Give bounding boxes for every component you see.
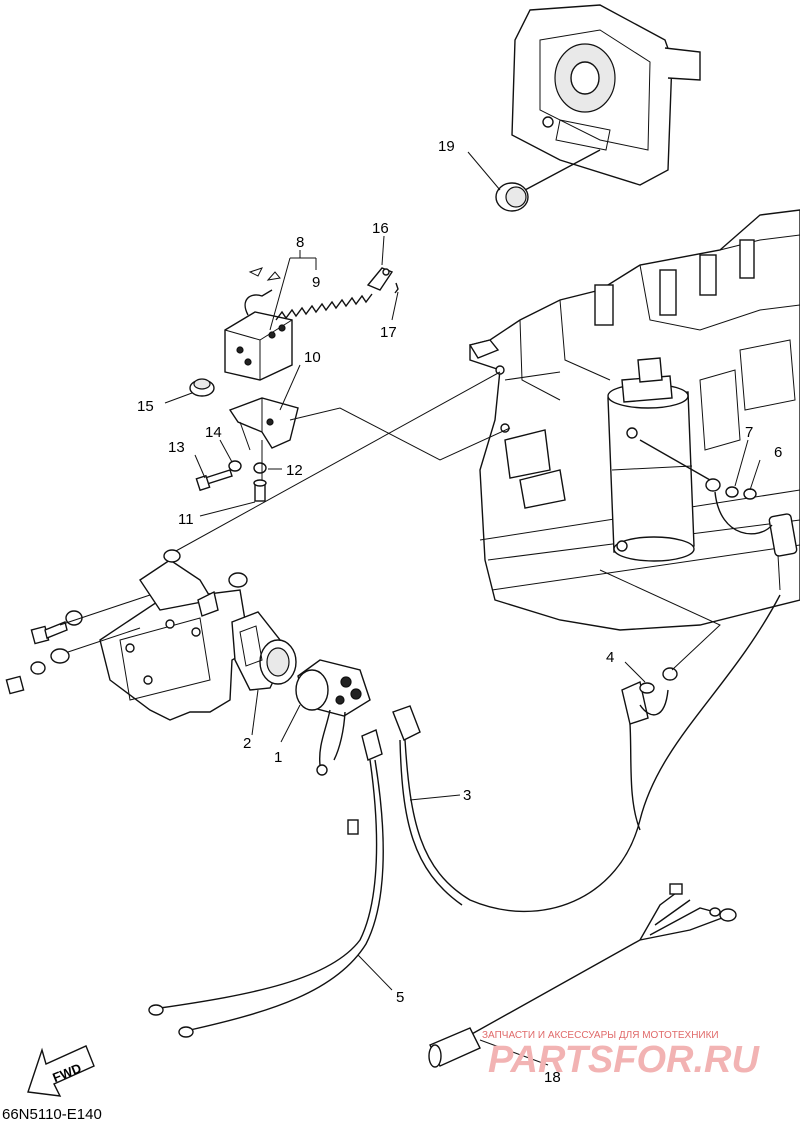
rectifier-2: [231, 611, 297, 691]
harness-18: [428, 883, 737, 1068]
cable-5: [148, 729, 384, 1038]
grommet-15: [189, 378, 215, 397]
callout-3: 3: [463, 787, 471, 804]
watermark-logo: PARTSFOR.RU: [488, 1039, 760, 1081]
callout-10: 10: [304, 349, 321, 366]
washer-14: [228, 460, 242, 472]
electrical-bracket: [99, 549, 251, 721]
left-fasteners: [5, 594, 151, 695]
callout-18: 18: [544, 1069, 561, 1086]
leader-lines: [164, 151, 761, 1066]
fwd-arrow: FWD: [27, 1045, 95, 1097]
callout-9: 9: [312, 274, 320, 291]
lead-6-7: [639, 439, 773, 535]
relay-assembly-8: [224, 267, 293, 381]
bracket-10: [228, 397, 299, 451]
callout-14: 14: [205, 424, 222, 441]
callout-6: 6: [774, 444, 782, 461]
cable-3: [392, 513, 798, 913]
callout-2: 2: [243, 735, 251, 752]
drawing-code: 66N5110-E140: [2, 1106, 102, 1122]
starter-relay-1: [295, 659, 371, 776]
callout-1: 1: [274, 749, 282, 766]
callout-15: 15: [137, 398, 154, 415]
spring-9: [275, 293, 373, 321]
callout-11: 11: [178, 511, 194, 528]
collar-12: [253, 462, 267, 474]
watermark: ЗАПЧАСТИ И АКСЕССУАРЫ ДЛЯ МОТОТЕХНИКИ PA…: [482, 1030, 760, 1081]
starter-motor: [607, 357, 695, 562]
callout-12: 12: [286, 462, 303, 479]
callout-19: 19: [438, 138, 455, 155]
bolt-13: [195, 469, 233, 492]
ground-lead-4: [599, 569, 721, 831]
watermark-tagline: ЗАПЧАСТИ И АКСЕССУАРЫ ДЛЯ МОТОТЕХНИКИ: [482, 1030, 719, 1041]
top-housing: [511, 4, 701, 191]
callout-13: 13: [168, 439, 185, 456]
callout-7: 7: [745, 424, 753, 441]
callout-8: 8: [296, 234, 304, 251]
callout-4: 4: [606, 649, 614, 666]
plug-19: [495, 182, 529, 212]
callout-5: 5: [396, 989, 404, 1006]
callout-16: 16: [372, 220, 389, 237]
terminal-16: [366, 267, 399, 294]
callout-17: 17: [380, 324, 397, 341]
callout-labels: 1 2 3 4 5 6 7 8 9 10 11 12 13 14 15 16 1…: [137, 138, 782, 1086]
bolt-11: [253, 479, 267, 502]
